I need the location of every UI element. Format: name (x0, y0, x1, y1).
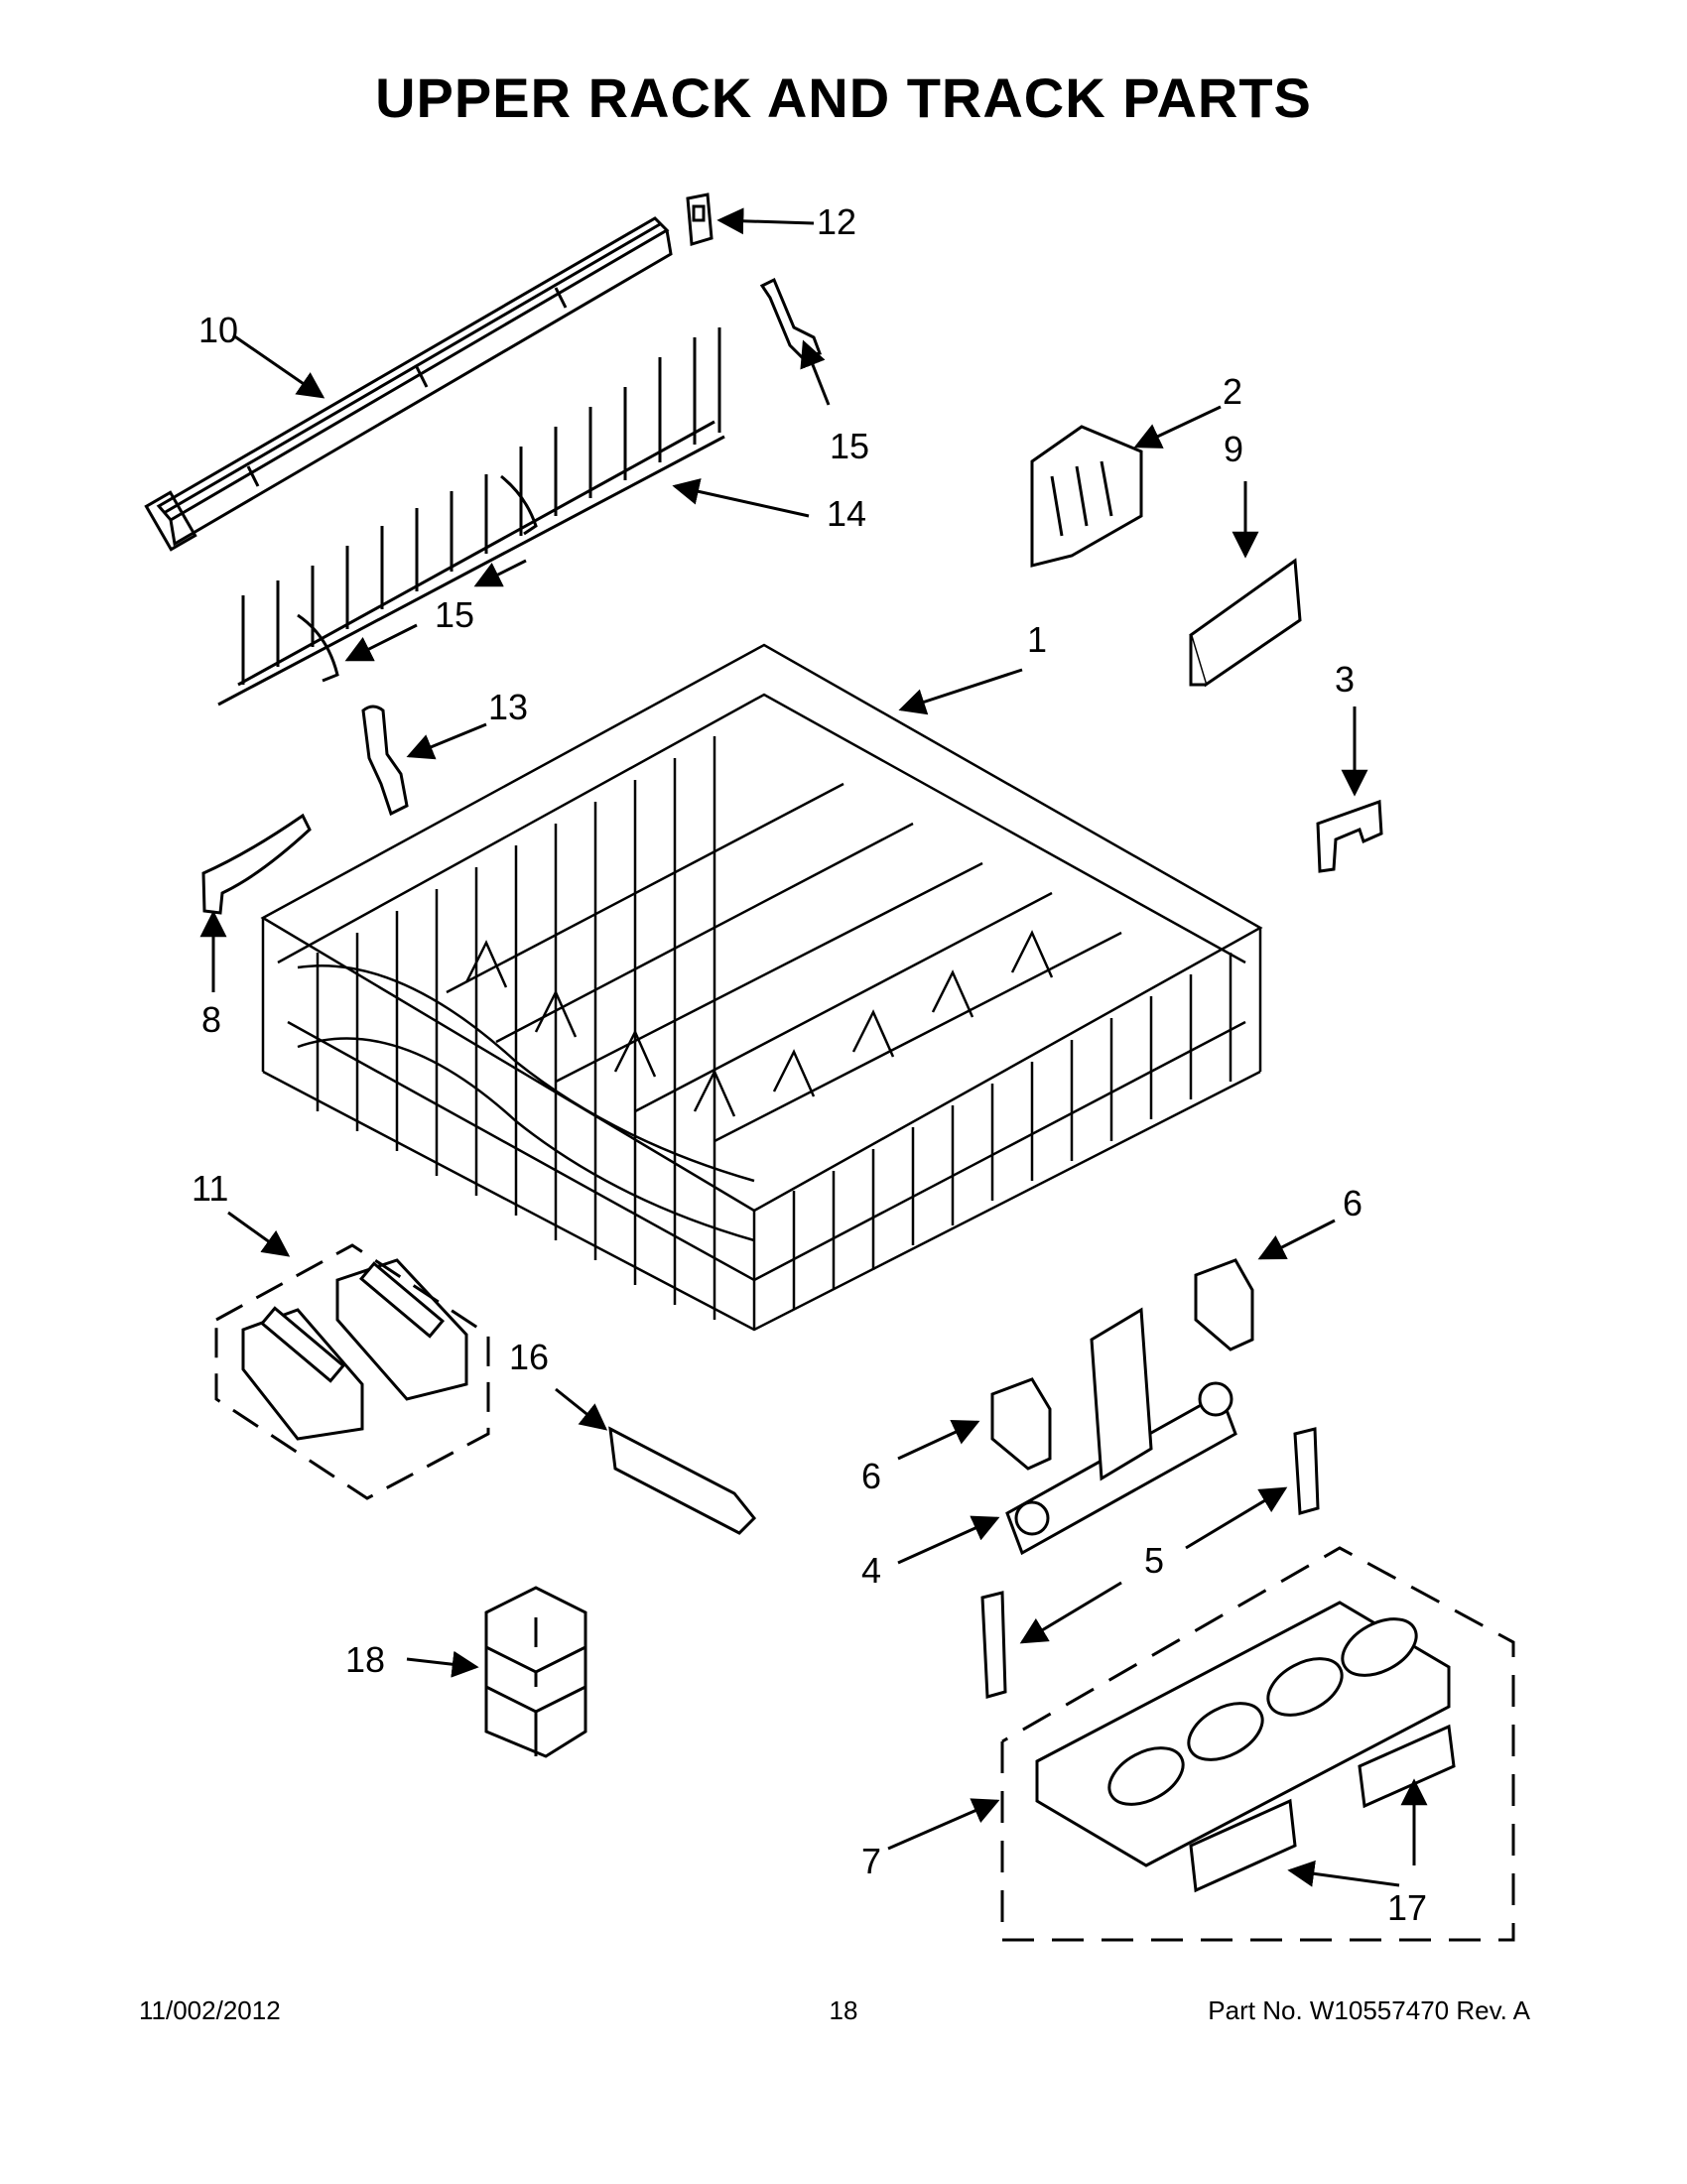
dashed-group-box-11 (214, 1243, 490, 1500)
shelf-clip-right (1358, 1724, 1456, 1809)
leader-arrows (199, 207, 1428, 1887)
adjuster-clip-upper (1194, 1258, 1254, 1351)
upper-rack-basket (260, 643, 1263, 1332)
callout-10: 10 (198, 310, 238, 350)
shelf-clip-left (1189, 1798, 1297, 1893)
adjuster-cover (1189, 558, 1302, 688)
rack-stop-right (1293, 1427, 1320, 1515)
rack-adjuster-housing (1030, 425, 1143, 568)
footer-part-number: Part No. W10557470 Rev. A (1208, 1995, 1530, 2025)
footer-page-number: 18 (829, 1995, 858, 2025)
silverware-basket (484, 1586, 587, 1758)
cup-shelf (1035, 1601, 1451, 1867)
callout-16: 16 (509, 1337, 549, 1377)
callout-17: 17 (1387, 1887, 1427, 1928)
dashed-group-box-7 (1000, 1546, 1515, 1942)
rack-adjuster-assembly (1005, 1307, 1237, 1556)
rack-bumper (201, 813, 312, 915)
callout-5: 5 (1144, 1540, 1164, 1581)
callout-15-top: 15 (830, 426, 869, 466)
callout-3: 3 (1335, 659, 1355, 700)
callout-6-lower: 6 (861, 1456, 881, 1496)
tine-clip-top (759, 277, 823, 359)
rack-stop-left (980, 1591, 1007, 1699)
folding-tine-row (217, 327, 725, 707)
callout-4: 4 (861, 1550, 881, 1591)
callout-6-upper: 6 (1343, 1183, 1363, 1223)
adjuster-clip-lower (990, 1377, 1052, 1471)
callout-9: 9 (1224, 429, 1243, 469)
callout-18: 18 (345, 1639, 385, 1680)
track-rail (144, 216, 673, 552)
track-stop-clip (686, 193, 714, 246)
callout-14: 14 (827, 493, 866, 534)
callout-13: 13 (488, 687, 528, 727)
callout-11: 11 (192, 1168, 228, 1209)
callout-1: 1 (1027, 619, 1047, 660)
tine-pivot-clip (361, 705, 409, 817)
adjuster-cap (1316, 799, 1383, 873)
callout-15-left: 15 (435, 594, 474, 635)
callout-2: 2 (1223, 371, 1242, 412)
callout-8: 8 (201, 999, 221, 1040)
rack-handle-assembly (241, 1258, 468, 1441)
handle-bracket (608, 1426, 757, 1535)
page-title: UPPER RACK AND TRACK PARTS (375, 66, 1312, 129)
callout-7: 7 (861, 1841, 881, 1881)
footer-date: 11/002/2012 (139, 1995, 281, 2025)
callout-12: 12 (817, 201, 856, 242)
